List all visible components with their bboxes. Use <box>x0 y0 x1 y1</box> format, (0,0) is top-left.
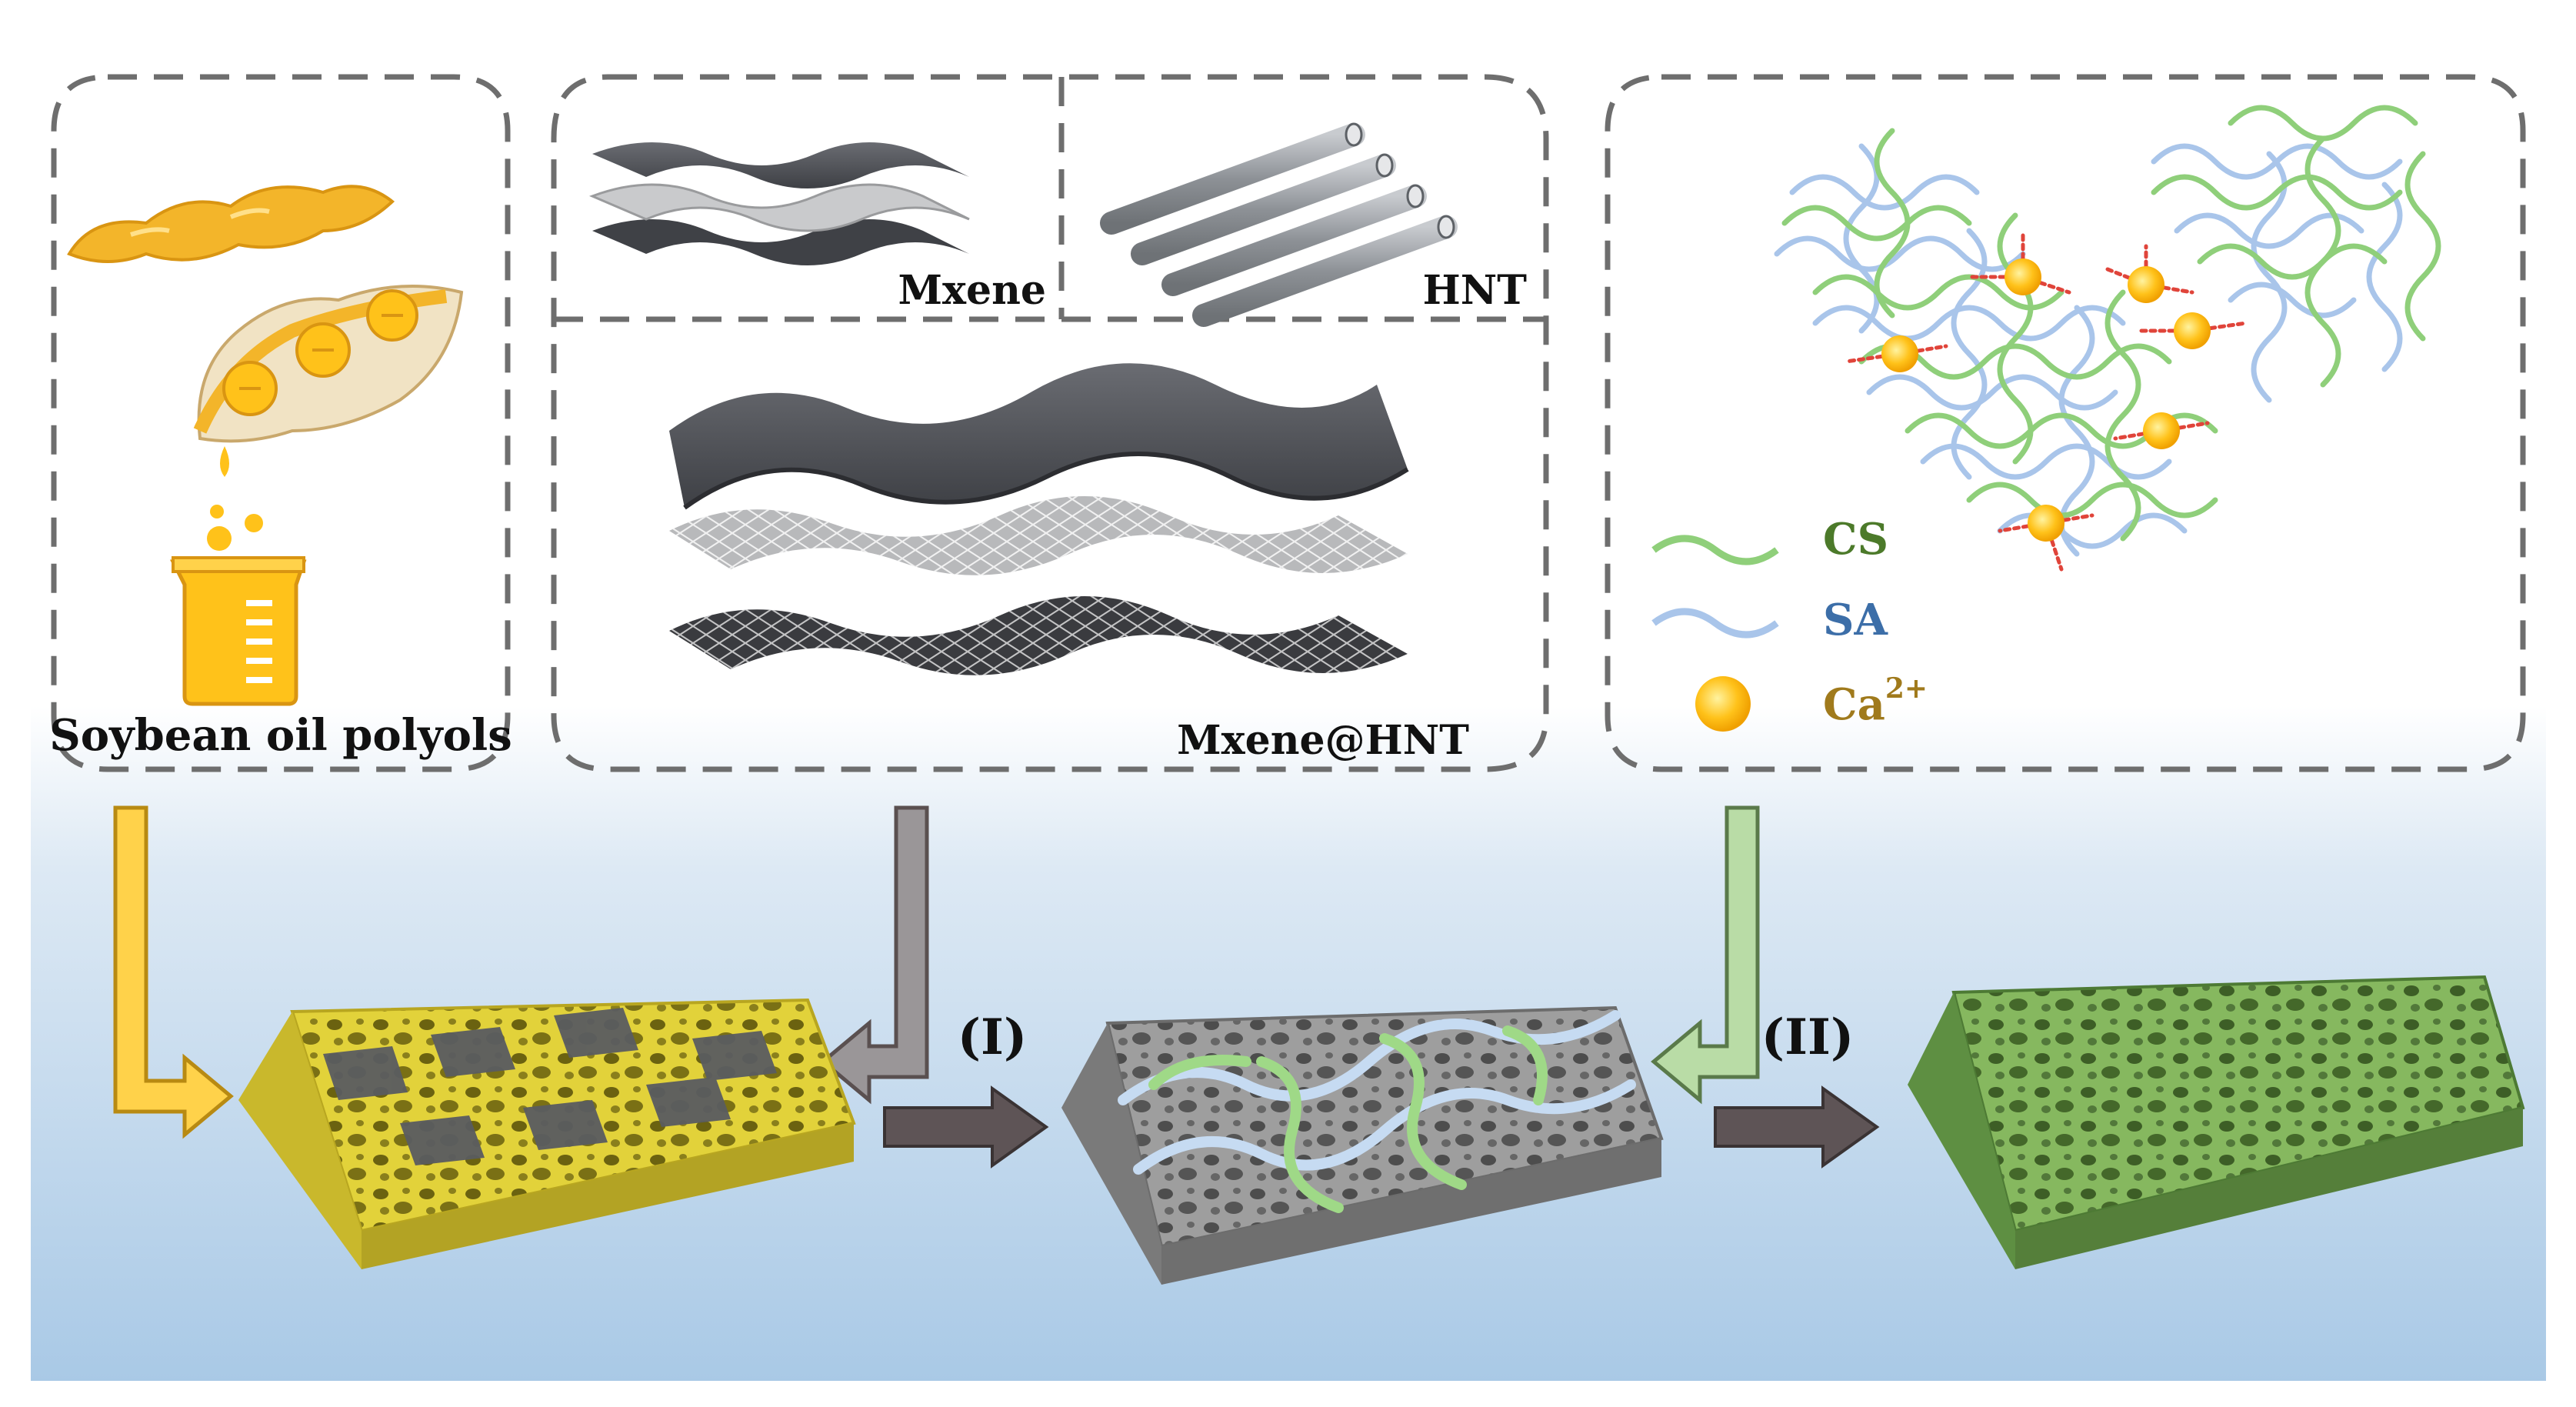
foam-block-icon <box>238 998 856 1269</box>
arrow-icon <box>1714 1085 1880 1169</box>
soybean-label: Soybean oil polyols <box>49 710 512 761</box>
foam-block-icon <box>1061 1005 1664 1285</box>
legend-ca-label: Ca2+ <box>1823 672 1928 730</box>
ca-ion-dots <box>1881 258 2211 542</box>
legend-sa-label: SA <box>1823 595 1888 645</box>
beaker-icon <box>169 556 307 706</box>
mxene-hnt-stack-icon <box>669 363 1409 675</box>
network-panel: CS SA Ca2+ <box>1605 74 2526 772</box>
mxene-sheet-icon <box>588 142 970 265</box>
hnt-tube-icon <box>1100 122 1458 327</box>
mxene-hnt-panel: Mxene HNT Mxene@HNT <box>551 74 1549 772</box>
step2-label: (II) <box>1761 1009 1854 1066</box>
legend-cs-swatch <box>1651 535 1779 565</box>
arrow-icon <box>113 805 234 1139</box>
hnt-label: HNT <box>1423 267 1528 314</box>
foam-block-icon <box>1908 975 2525 1269</box>
mxene-hnt-label: Mxene@HNT <box>1177 717 1469 764</box>
legend-sa-swatch <box>1651 608 1779 638</box>
mxene-label: Mxene <box>898 267 1046 314</box>
legend: CS SA Ca2+ <box>1651 514 1928 732</box>
soybean-panel: Soybean oil polyols <box>49 74 512 772</box>
step1-label: (I) <box>958 1009 1028 1066</box>
arrow-icon <box>883 1085 1049 1169</box>
legend-cs-label: CS <box>1823 514 1888 565</box>
soybean-pod-icon <box>193 285 464 443</box>
arrow-icon <box>820 805 929 1105</box>
soybean-pod-icon <box>67 185 395 263</box>
arrow-icon <box>1651 805 1760 1105</box>
legend-ca-swatch <box>1695 676 1751 732</box>
polymer-network <box>1774 105 2441 572</box>
